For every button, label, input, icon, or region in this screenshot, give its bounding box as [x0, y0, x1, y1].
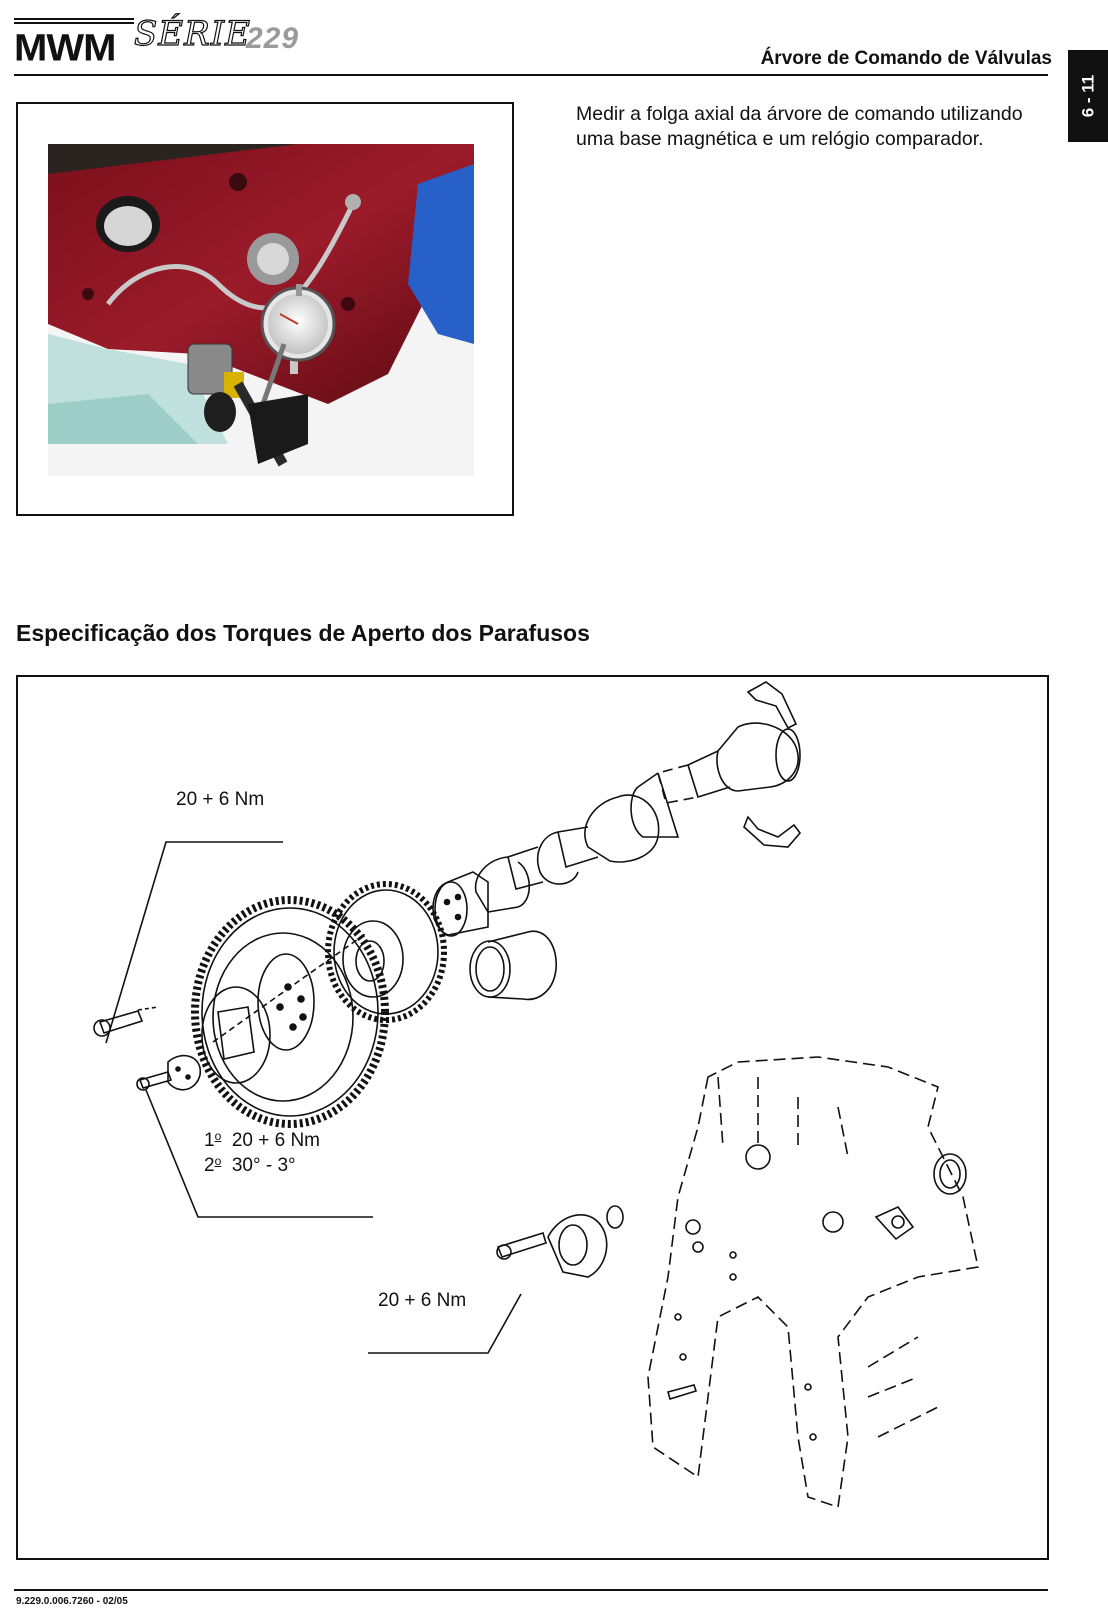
- leader-line-cover: [368, 1293, 522, 1354]
- document-code: 9.229.0.006.7260 - 02/05: [16, 1596, 128, 1607]
- dial-indicator-photo-icon: [48, 144, 474, 476]
- leader-line-top: [105, 841, 283, 1044]
- camshaft: [432, 722, 801, 937]
- torque-label-top: 20 + 6 Nm: [176, 789, 265, 810]
- torque-step-1: 1o 20 + 6 Nm: [204, 1129, 320, 1152]
- bearing-shell-lower: [743, 815, 802, 848]
- logo-number: 229: [246, 22, 300, 55]
- header-divider: [14, 74, 1048, 76]
- leader-line-gear: [145, 1089, 373, 1218]
- photo-frame: [16, 102, 514, 516]
- bushing: [469, 930, 557, 1001]
- flange-and-bolts: [93, 1006, 201, 1091]
- engine-block-details: [667, 1144, 967, 1441]
- torque-step-2-ordinal: 2: [204, 1155, 215, 1176]
- section-title: Especificação dos Torques de Aperto dos …: [16, 620, 590, 646]
- logo-series: SÉRIE: [133, 13, 251, 54]
- bearing-shell-upper: [746, 681, 798, 730]
- torque-step-2-value: 30° - 3°: [231, 1155, 296, 1176]
- mwm-logo: MWM SÉRIE 229: [14, 10, 334, 69]
- cover-and-bolt: [496, 1205, 624, 1278]
- page-number: 6 - 11: [1078, 74, 1098, 118]
- diagram-frame: 20 + 6 Nm 1o 20 + 6 Nm 2o 30° - 3° 20 + …: [16, 675, 1049, 1560]
- logo-stripes: [14, 18, 134, 28]
- torque-step-2-ordinal-suffix: o: [214, 1154, 222, 1168]
- footer-divider: [14, 1589, 1048, 1591]
- torque-step-1-ordinal: 1: [204, 1130, 215, 1151]
- page-title: Árvore de Comando de Válvulas: [760, 48, 1052, 69]
- torque-step-1-ordinal-suffix: o: [214, 1129, 222, 1143]
- engine-block-outline: [647, 1056, 979, 1509]
- torque-label-cover: 20 + 6 Nm: [378, 1290, 467, 1311]
- torque-step-2: 2o 30° - 3°: [204, 1154, 296, 1177]
- logo-brand: MWM: [14, 27, 116, 69]
- page-number-tab: 6 - 11: [1068, 50, 1108, 142]
- camshaft-exploded-view-icon: [93, 681, 979, 1509]
- idler-gear: [191, 896, 389, 1128]
- torque-step-1-value: 20 + 6 Nm: [231, 1130, 321, 1151]
- instruction-text: Medir a folga axial da árvore de comando…: [576, 103, 1023, 150]
